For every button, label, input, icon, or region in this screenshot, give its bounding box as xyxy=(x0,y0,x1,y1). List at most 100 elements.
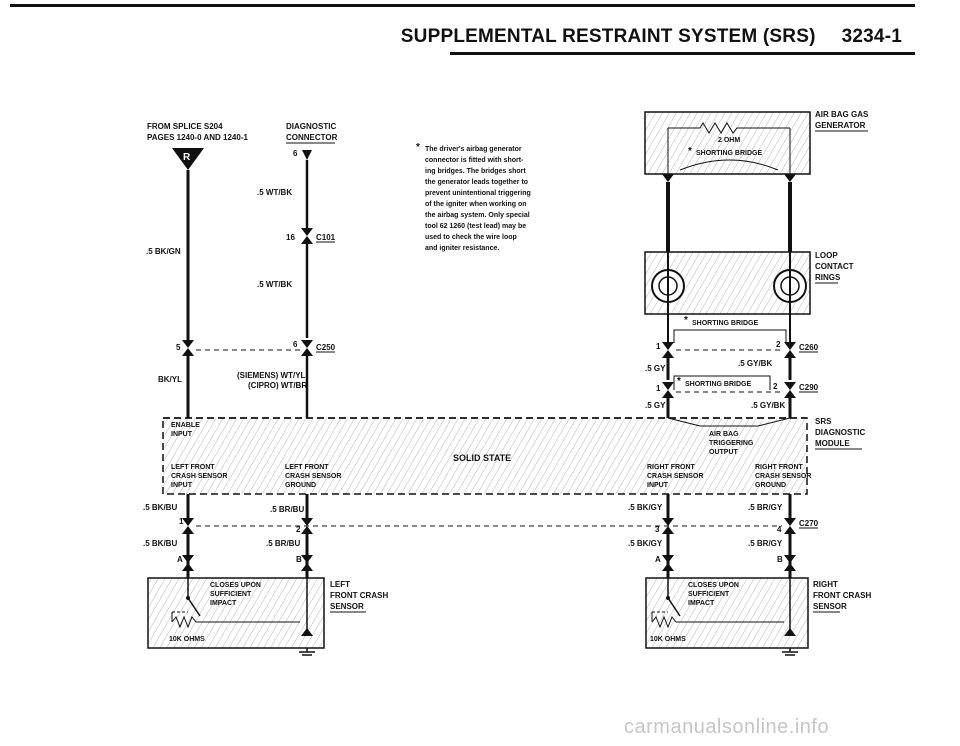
wire-siemens-label: (SIEMENS) WT/YL xyxy=(237,371,306,380)
note-asterisk: * xyxy=(416,142,420,153)
left-sensor-title-3: SENSOR xyxy=(330,602,364,611)
c270-pin1-arrow-top xyxy=(182,518,194,526)
left-sensor-ground-arrow xyxy=(301,628,313,636)
srs-module-label-1: SRS xyxy=(815,417,832,426)
note-line-4: the generator leads together to xyxy=(425,179,528,186)
note-line-2: connector is fitted with short- xyxy=(425,157,524,164)
from-pages-label: PAGES 1240-0 AND 1240-1 xyxy=(147,133,248,142)
enable-input-label-1: ENABLE xyxy=(171,422,200,429)
c290-label: C290 xyxy=(799,383,819,392)
left-sensor-pin-a: A xyxy=(177,555,183,564)
c250-pin-5: 5 xyxy=(176,343,181,352)
top-rule xyxy=(10,4,915,7)
right-pin-a-arrow-top xyxy=(662,555,674,563)
right-sensor-switch-blade xyxy=(667,597,681,617)
left-sensor-pin-b: B xyxy=(296,555,302,564)
wire-brgy-2-label: .5 BR/GY xyxy=(748,539,783,548)
page-header: SUPPLEMENTAL RESTRAINT SYSTEM (SRS)3234-… xyxy=(401,26,902,48)
left-sensor-title-1: LEFT xyxy=(330,580,350,589)
loop-label-3: RINGS xyxy=(815,273,841,282)
wire-bkbu-1-label: .5 BK/BU xyxy=(143,503,177,512)
loop-label-2: CONTACT xyxy=(815,262,854,271)
right-pin-b-arrow-bottom xyxy=(784,563,796,571)
lf-sensor-ground-label-2: CRASH SENSOR xyxy=(285,473,341,480)
diag-connector-label-2: CONNECTOR xyxy=(286,133,338,142)
c290-pin2-arrow-top xyxy=(784,382,796,390)
c270-pin1-arrow-bottom xyxy=(182,526,194,534)
rf-sensor-input-label-1: RIGHT FRONT xyxy=(647,464,696,471)
lf-sensor-input-label-1: LEFT FRONT xyxy=(171,464,215,471)
lf-sensor-input-label-3: INPUT xyxy=(171,482,193,489)
left-sensor-ohms: 10K OHMS xyxy=(169,636,205,643)
c260-pin2-arrow-bottom xyxy=(784,350,796,358)
srs-module-box xyxy=(162,417,808,495)
c270-pin2-arrow-bottom xyxy=(301,526,313,534)
left-sensor-resistor xyxy=(171,615,197,629)
c250-pin6-arrow-bottom xyxy=(301,348,313,356)
c250-pin5-arrow-bottom xyxy=(182,348,194,356)
c270-pin4-arrow-top xyxy=(784,518,796,526)
gen-left-arrow xyxy=(662,174,674,182)
lf-sensor-ground-label-1: LEFT FRONT xyxy=(285,464,329,471)
wire-gybk-1-label: .5 GY/BK xyxy=(738,359,772,368)
srs-module-label-2: DIAGNOSTIC xyxy=(815,428,865,437)
c270-pin2-arrow-top xyxy=(301,518,313,526)
note-line-7: the airbag system. Only special xyxy=(425,212,530,219)
right-sensor-closes-2: SUFFICIENT xyxy=(688,591,730,598)
left-sensor-closes-1: CLOSES UPON xyxy=(210,582,261,589)
shorting-bridge-3-asterisk: * xyxy=(677,376,681,387)
shorting-bridge-2-bracket xyxy=(673,329,787,343)
c270-pin-3: 3 xyxy=(655,525,660,534)
wire-bkgy-1-label: .5 BK/GY xyxy=(628,503,663,512)
header-rule xyxy=(450,52,915,55)
air-bag-label-2: GENERATOR xyxy=(815,121,866,130)
left-pin-b-arrow-top xyxy=(301,555,313,563)
igniter-ohm-label: 2 OHM xyxy=(718,137,740,144)
left-sensor-closes-3: IMPACT xyxy=(210,600,237,607)
right-pin-b-arrow-top xyxy=(784,555,796,563)
left-pin-a-arrow-top xyxy=(182,555,194,563)
c260-label: C260 xyxy=(799,343,819,352)
wire-brbu-2-label: .5 BR/BU xyxy=(266,539,300,548)
air-bag-generator-box xyxy=(644,111,811,175)
splice-r-letter: R xyxy=(183,152,191,163)
c270-pin-4: 4 xyxy=(777,525,782,534)
right-sensor-title-3: SENSOR xyxy=(813,602,847,611)
right-crash-sensor-box xyxy=(645,577,809,649)
shorting-bridge-2-asterisk: * xyxy=(684,315,688,326)
page-number: 3234-1 xyxy=(841,26,902,47)
air-bag-label-1: AIR BAG GAS xyxy=(815,110,869,119)
c270-pin3-arrow-bottom xyxy=(662,526,674,534)
note-text-block: The driver's airbag generator connector … xyxy=(425,146,531,252)
wire-gybk-2-label: .5 GY/BK xyxy=(751,401,785,410)
c290-pin1-arrow-top xyxy=(662,382,674,390)
c250-label: C250 xyxy=(316,343,336,352)
c250-pin6-arrow-top xyxy=(301,340,313,348)
lf-sensor-ground-label-3: GROUND xyxy=(285,482,316,489)
wire-bkbu-2-label: .5 BK/BU xyxy=(143,539,177,548)
left-sensor-closes-2: SUFFICIENT xyxy=(210,591,252,598)
note-line-8: tool 62 1260 (test lead) may be xyxy=(425,223,526,230)
diag-pin-6: 6 xyxy=(293,149,298,158)
right-sensor-title-2: FRONT CRASH xyxy=(813,591,871,600)
wire-gy-2-label: .5 GY xyxy=(645,401,666,410)
note-line-3: ing bridges. The bridges short xyxy=(425,168,526,175)
left-sensor-switch-blade xyxy=(187,597,201,617)
srs-module-label-3: MODULE xyxy=(815,439,850,448)
right-sensor-switch-pivot xyxy=(666,596,670,600)
shorting-bridge-1-arc xyxy=(679,159,779,171)
airbag-output-label-3: OUTPUT xyxy=(709,449,739,456)
left-crash-sensor-box xyxy=(147,577,325,649)
igniter-resistor-symbol xyxy=(668,122,790,134)
c290-pin1-arrow-bottom xyxy=(662,390,674,398)
gen-right-arrow xyxy=(784,174,796,182)
c270-pin-2: 2 xyxy=(296,525,301,534)
enable-input-label-2: INPUT xyxy=(171,431,193,438)
wire-cipro-label: (CIPRO) WT/BR xyxy=(248,381,307,390)
watermark: carmanualsonline.info xyxy=(624,716,830,738)
c260-pin2-arrow-top xyxy=(784,342,796,350)
lf-sensor-input-label-2: CRASH SENSOR xyxy=(171,473,227,480)
c260-pin1-arrow-top xyxy=(662,342,674,350)
